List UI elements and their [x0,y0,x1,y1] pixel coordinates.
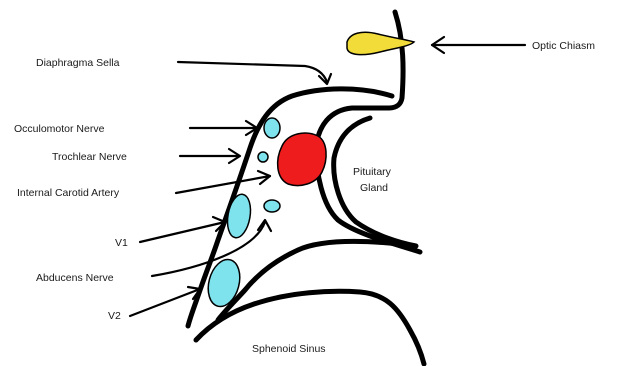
trochlear-nerve-shape [258,152,268,162]
sphenoid-sinus-label: Sphenoid Sinus [252,343,326,355]
v1-label: V1 [115,237,128,249]
pituitary-gland-label-line2: Gland [360,182,388,194]
internal-carotid-artery-arrow [176,176,270,193]
oculomotor-nerve-label: Occulomotor Nerve [14,123,105,135]
abducens-nerve-shape [264,200,280,212]
v1-arrow [140,222,225,242]
abducens-nerve-label: Abducens Nerve [36,272,114,284]
trochlear-nerve-label: Trochlear Nerve [52,151,127,163]
internal-carotid-artery-label: Internal Carotid Artery [17,187,120,199]
pituitary-gland-label-line1: Pituitary [353,166,392,178]
diaphragma-sella-label: Diaphragma Sella [36,57,120,69]
diaphragma-sella-arrow [178,62,327,82]
anatomy-outlines [188,12,424,364]
labels: Optic Chiasm Diaphragma Sella Occulomoto… [14,40,595,355]
optic-chiasm-label: Optic Chiasm [532,40,595,52]
v2-label: V2 [108,310,121,322]
internal-carotid-artery-shape [278,133,326,185]
oculomotor-nerve-shape [264,118,280,138]
pointer-arrows [130,37,525,316]
v2-arrow [130,289,200,316]
v1-nerve-shape [224,192,253,239]
